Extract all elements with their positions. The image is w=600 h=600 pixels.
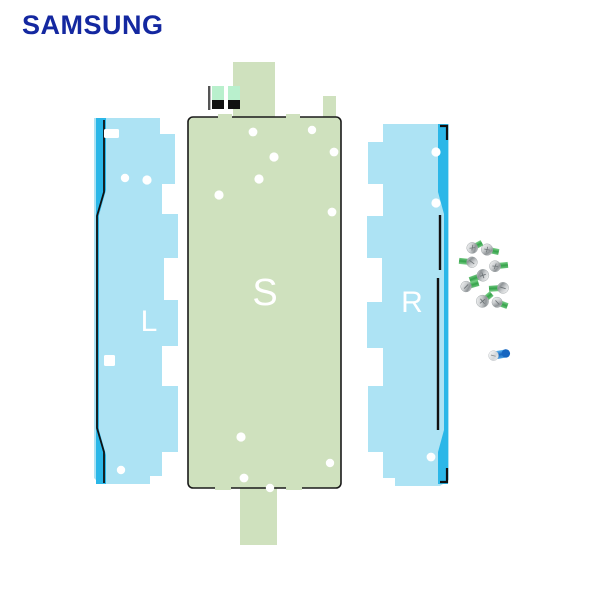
right-strip-outline-bottom <box>440 468 449 484</box>
right-strip-edge-rail <box>438 124 448 484</box>
screw-item <box>476 291 494 308</box>
right-strip-outline-top <box>440 124 449 140</box>
center-sheet-bottom-notches <box>215 486 302 490</box>
center-sheet-bottom-tab <box>240 487 277 545</box>
center-sheet-upper-right-tab <box>323 96 336 122</box>
right-side-adhesive-strip: R <box>367 124 449 486</box>
screw-item <box>491 296 509 309</box>
pull-tab-2-top <box>228 86 240 102</box>
pull-tab-spine <box>208 86 211 110</box>
center-sheet-cutouts <box>214 125 339 493</box>
center-sheet-top-notches <box>218 114 300 118</box>
screw-item <box>468 269 490 283</box>
samsung-brand-logo: SAMSUNG <box>22 10 164 40</box>
right-strip-marker-letter: R <box>401 286 423 319</box>
small-pull-tab-pair <box>208 86 240 110</box>
right-strip-cutouts <box>426 147 441 462</box>
screw-item <box>481 243 500 256</box>
silver-green-screw-cluster <box>458 240 509 309</box>
blue-screw-slot <box>490 354 496 357</box>
left-strip-outline-line <box>96 120 105 483</box>
blue-thread-screw <box>488 349 511 361</box>
blue-screw-tip <box>501 349 511 358</box>
center-sheet-body <box>187 116 342 489</box>
left-strip-cutouts <box>104 129 152 475</box>
screw-item <box>488 282 509 294</box>
left-side-adhesive-strip: L <box>94 118 178 484</box>
screw-item <box>466 240 484 254</box>
screw-item <box>489 260 509 273</box>
right-strip-body <box>367 124 449 486</box>
center-sheet-marker-letter: S <box>252 272 277 314</box>
pull-tab-1-top <box>212 86 224 102</box>
center-display-adhesive-sheet: S <box>187 62 342 545</box>
left-strip-body <box>94 118 178 484</box>
pull-tab-1-bottom <box>212 100 224 109</box>
screw-item <box>460 280 480 293</box>
pull-tab-2-bottom <box>228 100 240 109</box>
left-strip-marker-letter: L <box>141 305 158 338</box>
screw-item <box>458 256 478 268</box>
